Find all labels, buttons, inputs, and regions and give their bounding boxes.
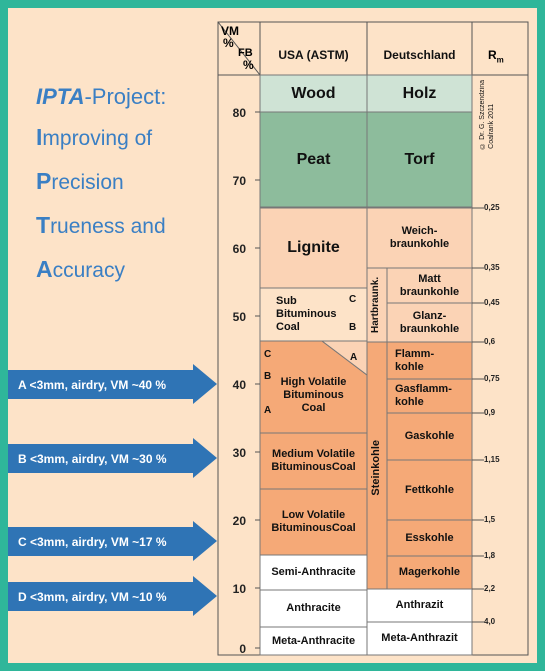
arrow-label: A <3mm, airdry, VM ~40 %	[8, 370, 193, 399]
de-meta-label: Meta-Anthrazit	[381, 632, 458, 644]
de-steinkohle-label: Steinkohle	[370, 440, 382, 496]
usa-peat-block	[259, 111, 368, 208]
title-line-3: Trueness and	[36, 212, 166, 238]
de-gas-label: Gaskohle	[404, 430, 455, 442]
de-flamm-label: Flamm-kohle	[395, 347, 435, 373]
de-anthrazit-label: Anthrazit	[395, 599, 444, 611]
y-tick-label: 30	[232, 446, 246, 460]
de-glanz-block	[386, 302, 473, 343]
marker-c-hvb: C	[264, 349, 272, 360]
header-rm: Rm	[488, 48, 504, 65]
y-tick-label: 40	[232, 378, 246, 392]
usa-wood-label: Wood	[291, 84, 336, 102]
usa-semi-label: Semi-Anthracite	[271, 566, 356, 578]
usa-wood-block	[259, 74, 368, 113]
de-glanz-label: Glanz-braunkohle	[399, 309, 460, 335]
rm-ticks	[472, 207, 484, 623]
marker-b-sub: B	[349, 322, 357, 333]
rm-value: 0,35	[484, 263, 500, 272]
usa-anthracite-block	[259, 589, 368, 628]
header-de: Deutschland	[383, 48, 456, 62]
arrow-head-icon	[193, 364, 217, 404]
arrow-label: C <3mm, airdry, VM ~17 %	[8, 527, 193, 556]
y-tick-label: 80	[232, 106, 246, 120]
de-gasflamm-label: Gasflamm-kohle	[395, 383, 452, 408]
usa-lvb-block	[259, 488, 368, 556]
y-ticks	[255, 111, 260, 649]
rm-value: 0,9	[484, 408, 496, 417]
project-heading: IPTA-Project:	[36, 84, 167, 109]
arrow-label: D <3mm, airdry, VM ~10 %	[8, 582, 193, 611]
rm-value: 0,6	[484, 337, 496, 346]
header-percent-bottom: %	[243, 58, 254, 72]
rm-value: 1,15	[484, 455, 500, 464]
usa-peat-label: Peat	[296, 150, 331, 168]
marker-b-hvb: B	[264, 371, 272, 382]
de-meta-block	[366, 621, 473, 656]
y-tick-label: 70	[232, 174, 246, 188]
de-torf-block	[366, 111, 473, 208]
de-holz-block	[366, 74, 473, 113]
title-line-1: Improving of	[36, 124, 153, 150]
de-matt-block	[386, 267, 473, 304]
header-vm: VM	[221, 24, 239, 38]
arrow-label: B <3mm, airdry, VM ~30 %	[8, 444, 193, 473]
y-tick-label: 0	[239, 642, 246, 656]
usa-anthracite-label: Anthracite	[286, 602, 341, 614]
usa-meta-block	[259, 626, 368, 656]
project-title: IPTA-Project: Improving of Precision Tru…	[36, 83, 216, 285]
y-tick-label: 50	[232, 310, 246, 324]
de-fett-label: Fettkohle	[405, 483, 454, 496]
de-gasflamm-block	[386, 378, 473, 414]
rm-value: 0,75	[484, 374, 500, 383]
de-mager-block	[386, 555, 473, 590]
title-line-2: Precision	[36, 168, 124, 194]
rm-value: 0,25	[484, 203, 500, 212]
marker-c-sub: C	[349, 294, 357, 305]
usa-lignite-block	[259, 207, 368, 289]
rm-value: 0,45	[484, 298, 500, 307]
y-tick-label: 20	[232, 514, 246, 528]
usa-lignite-label: Lignite	[287, 239, 340, 256]
title-line-4: Accuracy	[36, 256, 125, 282]
usa-mvb-block	[259, 432, 368, 490]
de-weich-label: Weich-braunkohle	[389, 225, 450, 250]
y-tick-label: 10	[232, 582, 246, 596]
header-percent-top: %	[223, 36, 234, 50]
header-usa: USA (ASTM)	[278, 48, 349, 62]
marker-a-corner: A	[350, 352, 358, 363]
de-torf-label: Torf	[404, 150, 435, 168]
de-hartbraun-label: Hartbraunk.	[370, 276, 381, 334]
de-ess-label: Esskohle	[405, 531, 454, 544]
de-holz-label: Holz	[402, 84, 437, 102]
arrow-head-icon	[193, 521, 217, 561]
rm-value: 1,5	[484, 515, 496, 524]
header-fb: FB	[238, 47, 253, 59]
de-mager-label: Magerkohle	[398, 566, 461, 578]
rm-value: 1,8	[484, 551, 496, 560]
rm-value: 4,0	[484, 617, 496, 626]
marker-a-hvb: A	[264, 405, 272, 416]
arrow-head-icon	[193, 576, 217, 616]
usa-semi-block	[259, 554, 368, 591]
header-diagonal	[217, 21, 261, 76]
rm-value: 2,2	[484, 584, 496, 593]
usa-subbituminous-block	[259, 287, 368, 342]
y-tick-label: 60	[232, 242, 246, 256]
usa-meta-label: Meta-Anthracite	[271, 634, 356, 647]
de-ess-block	[386, 519, 473, 557]
arrow-head-icon	[193, 438, 217, 478]
de-fett-block	[386, 459, 473, 521]
